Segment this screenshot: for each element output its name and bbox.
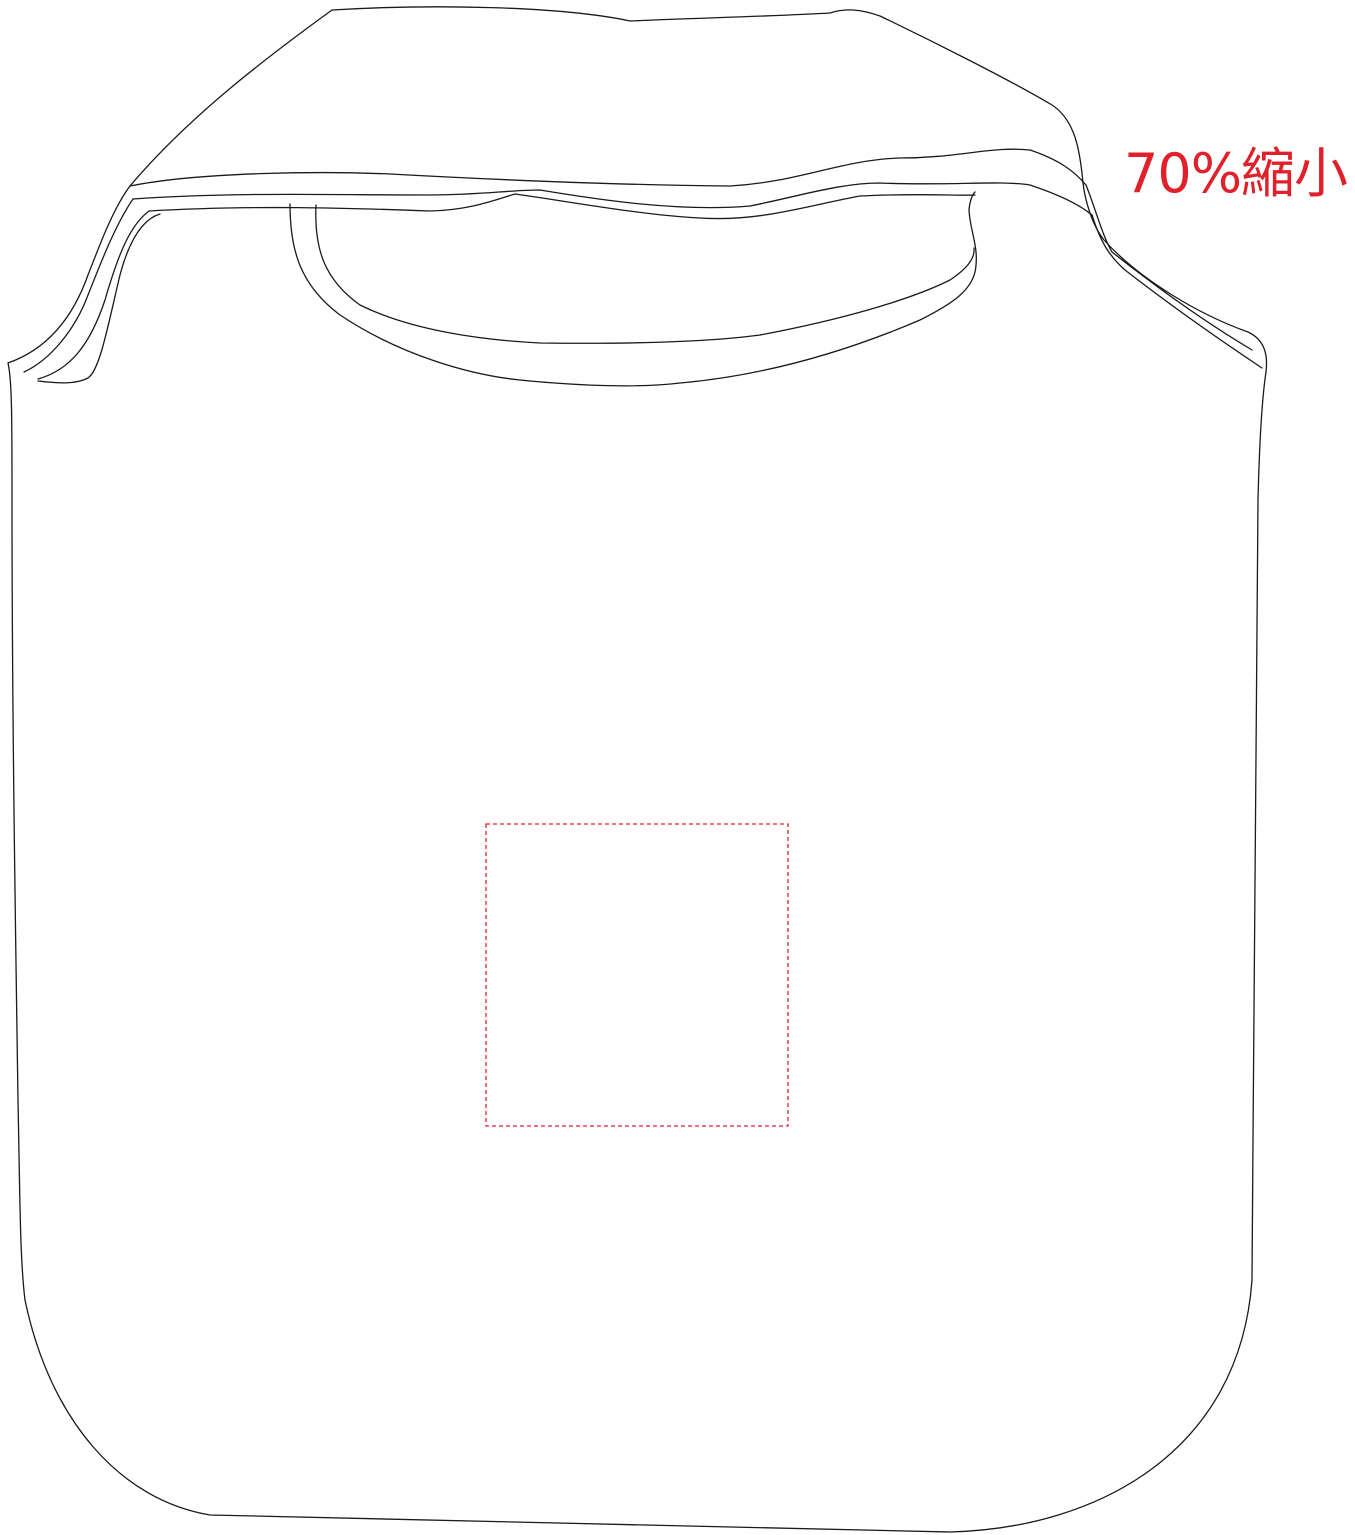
- left-shoulder-layer-2: [37, 210, 150, 380]
- left-shoulder-outer: [7, 185, 131, 364]
- left-shoulder-layer-1: [23, 198, 134, 373]
- bag-body-outline: [7, 362, 1267, 1533]
- scale-annotation-label: 70%縮小: [1124, 142, 1348, 205]
- handle-loop-outer: [289, 191, 977, 387]
- handle-loop-inner: [315, 204, 975, 344]
- top-band-line-2: [132, 182, 1093, 216]
- top-band-line-1: [129, 148, 1087, 187]
- top-band-line-3: [148, 193, 976, 220]
- left-shoulder-layer-3: [37, 213, 161, 384]
- print-area-box: [485, 823, 789, 1127]
- right-shoulder-outer: [1082, 182, 1268, 373]
- right-shoulder-layer-2: [1091, 214, 1263, 369]
- top-flap-outline: [129, 6, 1084, 187]
- right-shoulder-layer-1: [1085, 184, 1253, 351]
